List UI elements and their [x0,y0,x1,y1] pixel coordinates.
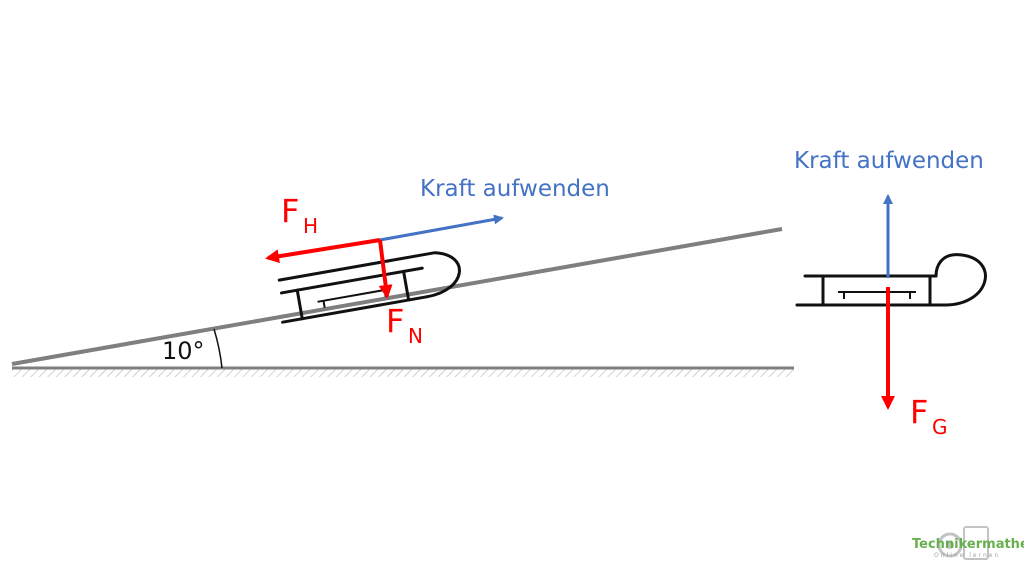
svg-text:H: H [303,214,318,238]
ground [12,366,794,377]
angle-label: 10° [162,337,205,365]
angle-arc [213,328,223,369]
sled-on-incline [277,251,461,324]
normal-force-arrow [378,239,393,299]
weight-force-label: F G [910,393,948,439]
applied-force-arrow-incline [379,214,504,242]
downhill-force-label: F H [281,192,318,238]
applied-force-label-incline: Kraft aufwenden [420,176,610,202]
svg-text:Online lernen: Online lernen [934,552,1000,559]
gear-icon [937,532,963,558]
svg-text:G: G [932,415,948,439]
svg-text:F: F [386,302,404,340]
svg-text:N: N [408,324,423,348]
watermark: Technikermathe.de Online lernen [912,526,1024,560]
normal-force-label: F N [386,302,423,348]
incline-plane [11,227,783,366]
svg-text:Technikermathe.de: Technikermathe.de [912,537,1024,552]
applied-force-label-flat: Kraft aufwenden [794,148,984,174]
svg-text:F: F [281,192,299,230]
sled-on-flat [795,253,987,307]
calculator-icon [963,526,989,560]
svg-text:F: F [910,393,928,431]
downhill-force-arrow [265,238,381,264]
